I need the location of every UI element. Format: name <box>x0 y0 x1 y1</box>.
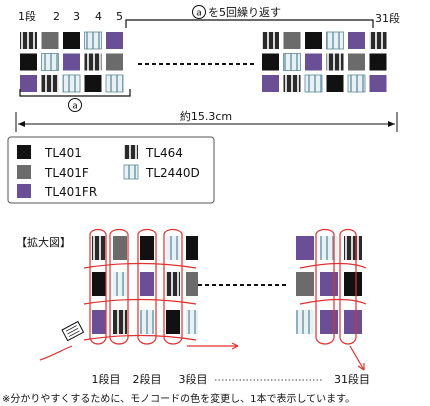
enlarged-swatch-tl401fr <box>296 236 314 260</box>
swatch-tl401 <box>84 75 102 92</box>
swatch-tl401fr <box>63 53 80 71</box>
thread-paths <box>39 228 367 371</box>
swatch-tl464 <box>369 32 387 49</box>
legend-label-tl401: TL401 <box>44 146 82 160</box>
swatch-tl401fr <box>305 53 322 71</box>
repeat-mark: a <box>196 9 202 19</box>
swatch-tl2440d <box>105 74 124 93</box>
enlarged-swatch-tl401fr <box>320 310 338 334</box>
swatch-tl401fr <box>20 75 37 92</box>
swatch-tl401 <box>369 53 387 71</box>
swatch-tl464 <box>41 75 59 92</box>
repeat-bracket <box>125 19 374 28</box>
swatch-tl401fr <box>369 75 387 92</box>
section-bracket <box>19 89 131 97</box>
enlarged-swatch-tl464 <box>92 236 106 260</box>
width-label: 約15.3cm <box>180 109 232 123</box>
swatch-tl401 <box>262 53 279 71</box>
repeat-mark-circle <box>192 5 206 19</box>
swatch-tl464 <box>326 53 344 71</box>
legend-swatch-tl401f <box>17 165 31 179</box>
legend-label-tl464: TL464 <box>145 146 183 160</box>
enlarged-swatch-tl401 <box>140 236 154 260</box>
col-label-5: 5 <box>116 10 123 23</box>
end-label: 31段 <box>375 11 400 25</box>
swatch-tl2440d <box>347 74 366 93</box>
enlarged-label: 【拡大図】 <box>16 235 71 249</box>
swatch-tl401fr <box>348 32 365 49</box>
swatch-tl2440d <box>41 53 59 71</box>
col-label-3: 3 <box>73 10 80 23</box>
enlarged-swatch-tl464 <box>344 236 362 260</box>
swatch-tl2440d <box>326 31 344 50</box>
row-label-31: 31段目 <box>334 372 370 386</box>
enlarged-swatch-tl2440d <box>186 310 198 334</box>
enlarged-swatch-tl401fr <box>344 310 362 334</box>
row-label-2: 2段目 <box>133 372 162 386</box>
swatch-tl464 <box>20 32 37 49</box>
legend-label-tl401fr: TL401FR <box>44 185 97 199</box>
bracket-mark: a <box>72 102 78 112</box>
enlarged-swatch-tl401fr <box>92 310 106 334</box>
swatch-tl2440d <box>62 74 81 93</box>
swatch-tl464 <box>283 75 301 92</box>
enlarged-swatch-tl464 <box>166 272 180 296</box>
swatch-tl401fr <box>106 32 123 49</box>
swatch-tl401 <box>20 53 37 71</box>
swatch-tl2440d <box>304 74 323 93</box>
repeat-label: を5回繰り返す <box>208 5 281 19</box>
enlarged-swatch-tl401f <box>186 272 198 296</box>
legend-swatch-tl464 <box>124 145 138 159</box>
swatch-tl401f <box>348 53 365 71</box>
swatch-tl2440d <box>84 31 102 50</box>
legend-label-tl2440d: TL2440D <box>145 166 200 180</box>
col-label-4: 4 <box>95 10 102 23</box>
col-label-1: 1段 <box>18 9 36 23</box>
enlarged-swatch-tl401 <box>344 272 362 296</box>
enlarged-swatch-tl2440d <box>166 236 180 260</box>
enlarged-swatch-tl464 <box>113 310 127 334</box>
legend-swatch-tl401 <box>17 145 31 159</box>
enlarged-swatch-tl401f <box>296 272 314 296</box>
swatch-grid-left <box>20 31 124 93</box>
enlarged-swatch-tl2440d <box>296 310 314 334</box>
legend-swatch-tl401fr <box>17 184 31 198</box>
swatch-tl401f <box>41 32 59 49</box>
row-label-3: 3段目 <box>179 372 208 386</box>
swatch-tl464 <box>262 32 279 49</box>
bracket-mark-circle <box>68 98 82 112</box>
swatch-tl2440d <box>283 53 301 71</box>
enlarged-swatch-tl401 <box>186 236 198 260</box>
swatch-grid-right <box>262 31 387 93</box>
swatch-tl401 <box>63 32 80 49</box>
enlarged-swatch-tl2440d <box>320 236 338 260</box>
swatch-tl401f <box>283 32 301 49</box>
legend-swatch-tl2440d <box>123 164 139 180</box>
enlarged-swatch-tl401fr <box>320 272 338 296</box>
enlarged-swatch-tl401 <box>92 272 106 296</box>
footnote: ※分かりやすくするために、モノコードの色を変更し、1本で表示しています。 <box>2 392 355 405</box>
col-label-2: 2 <box>53 10 60 23</box>
swatch-tl401f <box>106 53 123 71</box>
enlarged-swatch-tl401f <box>113 236 127 260</box>
enlarged-swatch-tl401fr <box>140 272 154 296</box>
swatch-tl464 <box>84 53 102 71</box>
legend-label-tl401f: TL401F <box>44 166 89 180</box>
swatch-tl401 <box>326 75 344 92</box>
enlarged-swatch-tl401 <box>166 310 180 334</box>
swatch-tl401fr <box>262 75 279 92</box>
row-label-1: 1段目 <box>92 372 121 386</box>
swatch-tl401 <box>305 32 322 49</box>
legend-box <box>7 136 215 204</box>
enlarged-swatch-tl2440d <box>113 272 127 296</box>
thread-tool-icon <box>61 320 85 342</box>
enlarged-swatch-tl2440d <box>140 310 154 334</box>
